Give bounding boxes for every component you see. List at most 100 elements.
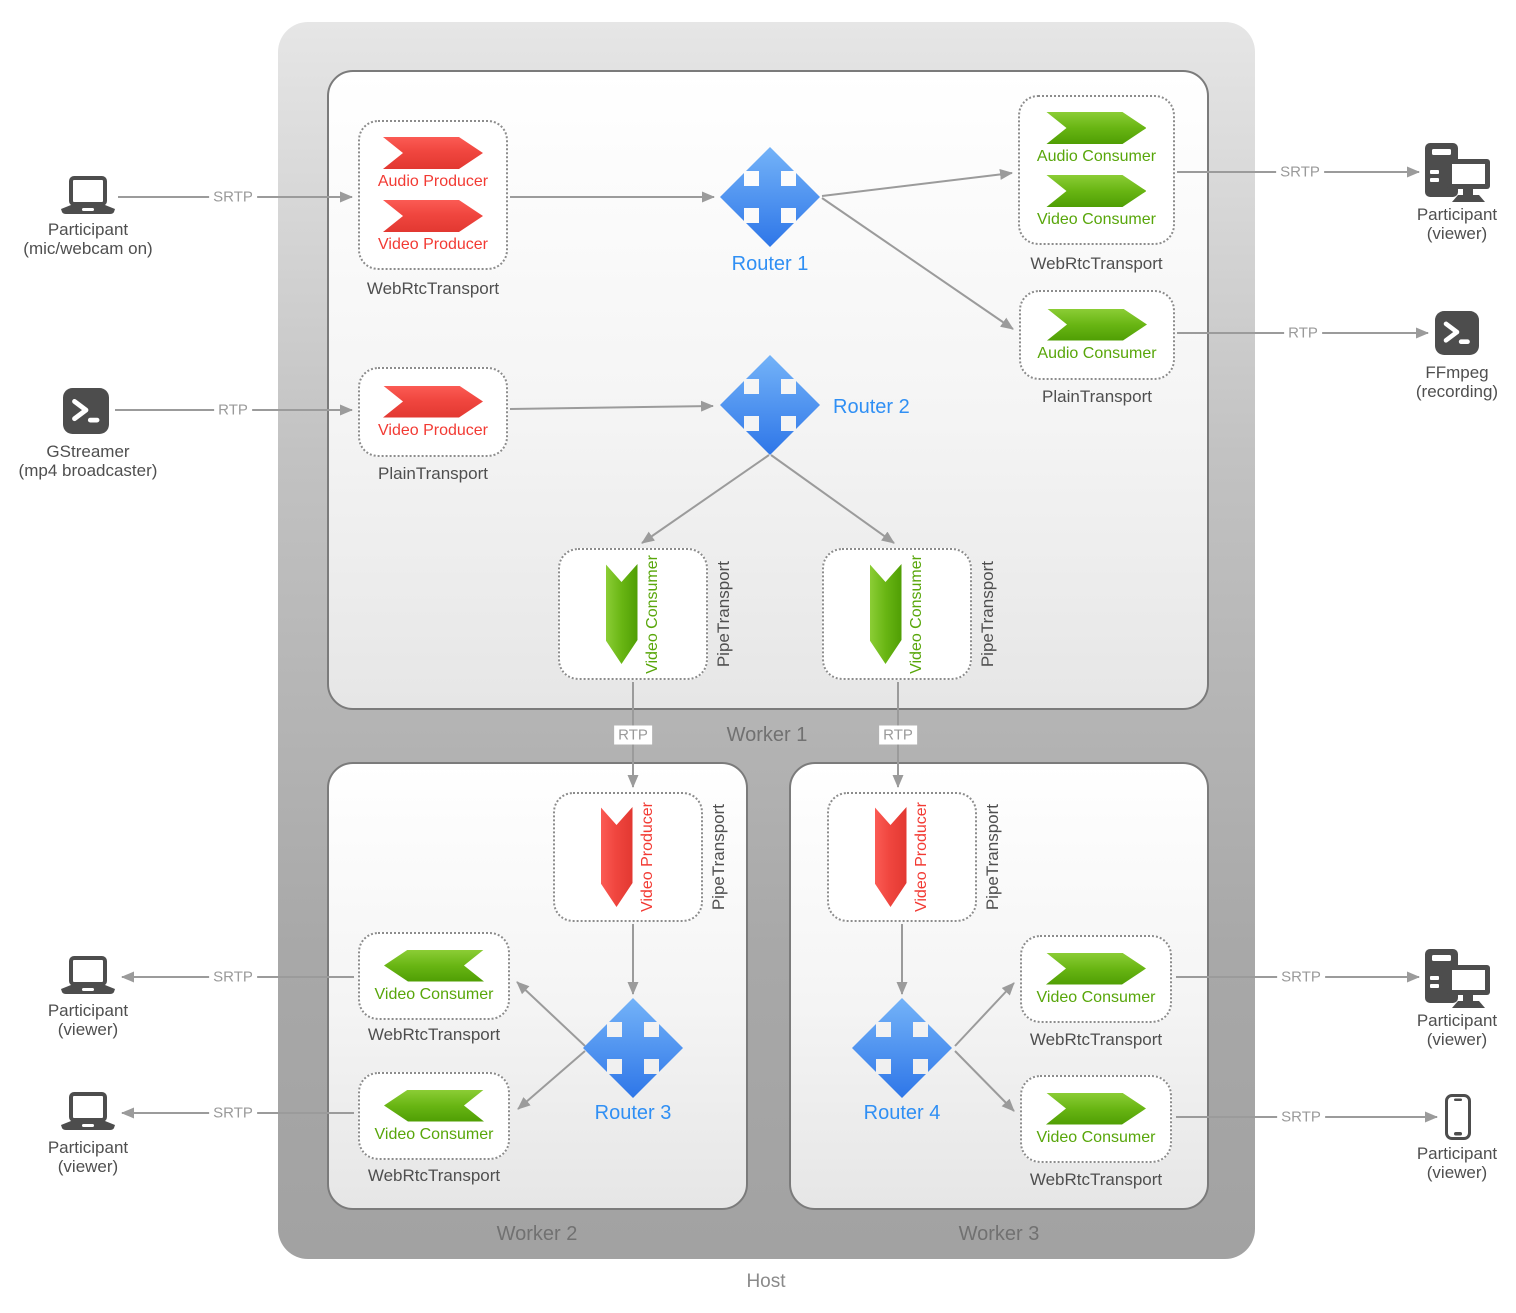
consumer-label: Video Consumer bbox=[374, 985, 494, 1003]
producer-label: Video Producer bbox=[638, 802, 656, 912]
edge-label-srtp: SRTP bbox=[209, 1103, 257, 1123]
producer-arrow-icon bbox=[383, 200, 483, 232]
smartphone-icon bbox=[1445, 1094, 1471, 1140]
endpoint-subtitle: (viewer) bbox=[1426, 224, 1488, 243]
endpoint-title: Participant bbox=[47, 1138, 129, 1157]
consumer-arrow-icon bbox=[1046, 308, 1147, 341]
transport-t7-pipe: Video Producer bbox=[553, 792, 703, 922]
producer-arrow-icon bbox=[874, 807, 907, 907]
video-consumer-item: Video Consumer bbox=[1037, 175, 1156, 228]
endpoint-subtitle: (mp4 broadcaster) bbox=[18, 461, 158, 480]
audio-consumer-item: Audio Consumer bbox=[1037, 308, 1157, 362]
transport-type-label: PipeTransport bbox=[709, 803, 728, 911]
consumer-arrow-icon bbox=[605, 563, 638, 664]
audio-producer-item: Audio Producer bbox=[378, 137, 488, 190]
video-consumer-item: Video Consumer bbox=[605, 554, 661, 674]
router-4-icon bbox=[852, 998, 952, 1098]
endpoint-title: Participant bbox=[1416, 1144, 1498, 1163]
router-2-icon bbox=[720, 355, 820, 455]
transport-type-label: PlainTransport bbox=[1042, 387, 1152, 406]
desktop-icon bbox=[1425, 949, 1490, 1008]
consumer-label: Video Consumer bbox=[374, 1125, 494, 1143]
endpoint-subtitle: (viewer) bbox=[1426, 1030, 1488, 1049]
consumer-label: Video Consumer bbox=[1036, 988, 1156, 1006]
transport-type-label: WebRtcTransport bbox=[1030, 254, 1163, 273]
consumer-arrow-icon bbox=[1046, 112, 1147, 144]
endpoint-subtitle: (viewer) bbox=[57, 1020, 119, 1039]
edge-label-rtp: RTP bbox=[1284, 323, 1322, 343]
consumer-label: Video Consumer bbox=[907, 554, 925, 674]
edge-label-srtp: SRTP bbox=[209, 187, 257, 207]
laptop-icon bbox=[61, 176, 115, 214]
endpoint-title: Participant bbox=[1416, 1011, 1498, 1030]
transport-t3-webrtc: Audio Consumer Video Consumer bbox=[1018, 95, 1175, 245]
transport-type-label: PlainTransport bbox=[378, 464, 488, 483]
transport-t2-plain: Video Producer bbox=[358, 367, 508, 457]
consumer-arrow-icon bbox=[1046, 175, 1147, 207]
router-2-label: Router 2 bbox=[833, 396, 910, 418]
transport-type-label: PipeTransport bbox=[983, 803, 1002, 911]
consumer-arrow-icon bbox=[1045, 952, 1146, 985]
consumer-arrow-icon bbox=[383, 1089, 484, 1122]
transport-t1-webrtc: Audio Producer Video Producer bbox=[358, 120, 508, 270]
consumer-arrow-icon bbox=[1045, 1092, 1146, 1125]
router-1-icon bbox=[720, 147, 820, 247]
producer-arrow-icon bbox=[383, 385, 483, 418]
edge-label-srtp: SRTP bbox=[1277, 967, 1325, 987]
transport-type-label: WebRtcTransport bbox=[367, 1166, 501, 1185]
endpoint-subtitle: (mic/webcam on) bbox=[23, 239, 153, 258]
transport-type-label: WebRtcTransport bbox=[367, 1025, 501, 1044]
endpoint-title: FFmpeg bbox=[1425, 363, 1489, 382]
worker-1-label: Worker 1 bbox=[726, 724, 808, 746]
consumer-arrow-icon bbox=[869, 563, 902, 664]
video-consumer-item: Video Consumer bbox=[869, 554, 925, 674]
endpoint-title: Participant bbox=[47, 1001, 129, 1020]
endpoint-title: GStreamer bbox=[46, 442, 130, 461]
edge-label-rtp: RTP bbox=[879, 725, 917, 745]
router-3-icon bbox=[583, 998, 683, 1098]
transport-type-label: WebRtcTransport bbox=[366, 279, 500, 298]
transport-t10-pipe: Video Producer bbox=[827, 792, 977, 922]
producer-label: Video Producer bbox=[378, 236, 488, 253]
router-3-label: Router 3 bbox=[594, 1102, 672, 1124]
video-producer-item: Video Producer bbox=[378, 385, 488, 439]
edge-label-srtp: SRTP bbox=[1277, 1107, 1325, 1127]
endpoint-title: Participant bbox=[1416, 205, 1498, 224]
video-consumer-item: Video Consumer bbox=[1036, 1092, 1156, 1146]
transport-type-label: WebRtcTransport bbox=[1029, 1170, 1163, 1189]
consumer-label: Video Consumer bbox=[643, 554, 661, 674]
laptop-icon bbox=[61, 956, 115, 994]
terminal-icon bbox=[1435, 311, 1479, 355]
transport-t11-webrtc: Video Consumer bbox=[1020, 935, 1172, 1023]
video-consumer-item: Video Consumer bbox=[374, 1089, 494, 1143]
consumer-label: Audio Consumer bbox=[1037, 344, 1157, 362]
consumer-label: Audio Consumer bbox=[1036, 148, 1157, 165]
laptop-icon bbox=[61, 1092, 115, 1130]
transport-t5-pipe: Video Consumer bbox=[558, 548, 708, 680]
transport-t9-webrtc: Video Consumer bbox=[358, 1072, 510, 1160]
transport-type-label: WebRtcTransport bbox=[1029, 1030, 1163, 1049]
desktop-icon bbox=[1425, 143, 1490, 202]
worker-2-label: Worker 2 bbox=[496, 1223, 578, 1245]
endpoint-subtitle: (viewer) bbox=[57, 1157, 119, 1176]
endpoint-subtitle: (viewer) bbox=[1426, 1163, 1488, 1182]
worker-3-label: Worker 3 bbox=[958, 1223, 1040, 1245]
terminal-icon bbox=[63, 388, 109, 434]
video-consumer-item: Video Consumer bbox=[1036, 952, 1156, 1006]
transport-t12-webrtc: Video Consumer bbox=[1020, 1075, 1172, 1163]
video-producer-item: Video Producer bbox=[378, 200, 488, 253]
audio-consumer-item: Audio Consumer bbox=[1037, 112, 1156, 165]
edge-label-srtp: SRTP bbox=[209, 967, 257, 987]
edge-label-srtp: SRTP bbox=[1276, 162, 1324, 182]
router-4-label: Router 4 bbox=[863, 1102, 941, 1124]
producer-arrow-icon bbox=[600, 807, 633, 907]
video-producer-item: Video Producer bbox=[874, 802, 930, 912]
consumer-label: Video Consumer bbox=[1036, 1128, 1156, 1146]
transport-t4-plain: Audio Consumer bbox=[1019, 290, 1175, 380]
endpoint-subtitle: (recording) bbox=[1415, 382, 1499, 401]
transport-type-label: PipeTransport bbox=[714, 560, 733, 668]
consumer-label: Video Consumer bbox=[1037, 211, 1156, 228]
producer-arrow-icon bbox=[382, 137, 483, 169]
producer-label: Video Producer bbox=[378, 421, 488, 439]
